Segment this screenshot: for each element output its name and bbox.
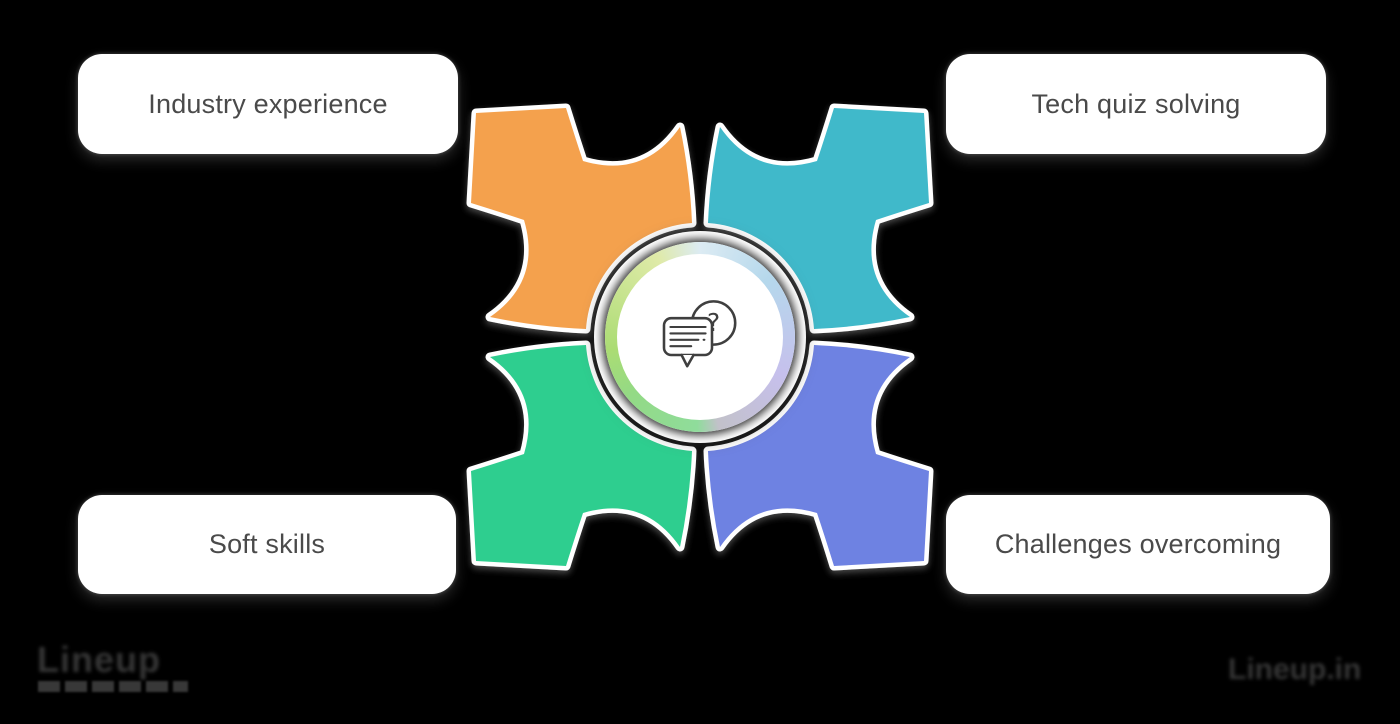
card-tech-quiz-solving: Tech quiz solving [946, 54, 1326, 154]
card-label: Industry experience [148, 88, 388, 119]
watermark-tagline-bar [38, 681, 188, 692]
watermark-logo: Lineup [37, 639, 161, 680]
question-mark-glyph: ? [707, 308, 720, 337]
card-challenges-overcoming: Challenges overcoming [946, 495, 1330, 594]
card-label: Challenges overcoming [994, 529, 1282, 559]
card-industry-experience: Industry experience [78, 54, 458, 154]
watermark-site-text: Lineup.in [1228, 653, 1362, 686]
card-label: Tech quiz solving [1031, 88, 1241, 119]
card-label: Soft skills [208, 529, 326, 559]
chat-question-icon: ? [662, 300, 737, 368]
card-soft-skills: Soft skills [78, 495, 456, 594]
